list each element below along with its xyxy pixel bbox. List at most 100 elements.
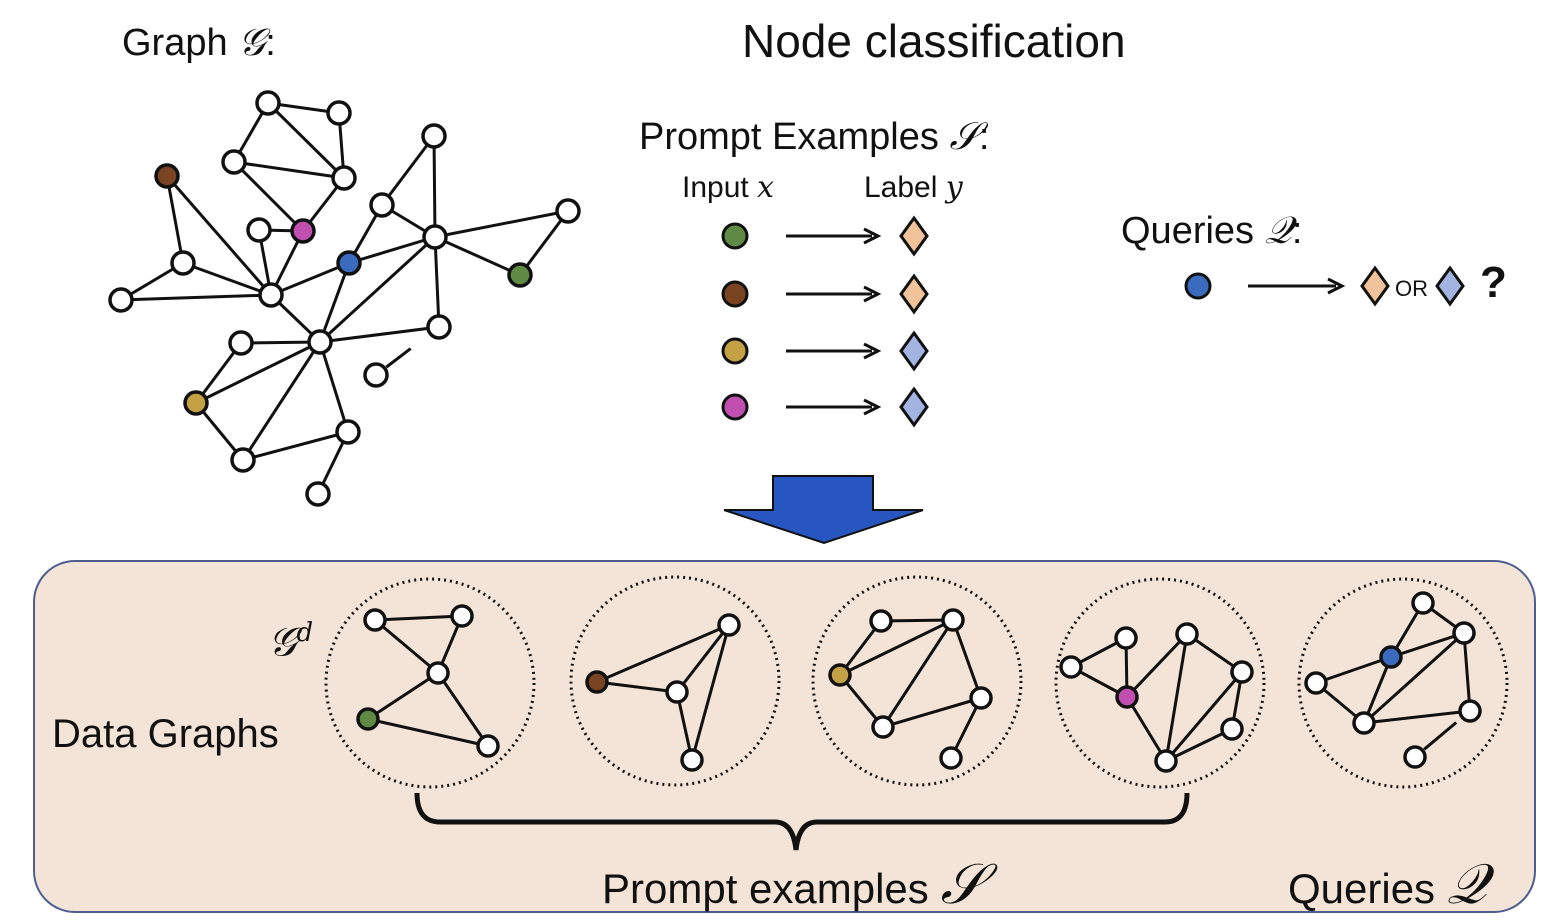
main-graph-edge (385, 347, 412, 369)
input-node-icon (721, 337, 749, 365)
prompt-graph-boundary (811, 575, 1023, 787)
main-graph-node-colored (154, 163, 180, 189)
prompt-graph-node (426, 661, 450, 685)
main-graph-edge (318, 341, 350, 433)
query-graph-node (1352, 711, 1376, 735)
main-graph-node (305, 481, 331, 507)
query-graph-edge (1363, 709, 1471, 725)
prompt-graph-edge (367, 671, 439, 721)
main-graph-node (258, 282, 284, 308)
or-text: OR (1395, 276, 1428, 301)
prompt-graph-edge (374, 618, 439, 675)
arrow-head-icon (863, 398, 882, 416)
prompt-graph-node (665, 680, 689, 704)
prompt-graph-boundary (324, 577, 536, 789)
main-graph-edge (233, 160, 345, 180)
query-graph-node (1452, 621, 1476, 645)
main-graph-node (108, 287, 134, 313)
main-graph-edge (165, 175, 185, 264)
prompt-graph-edge (1125, 696, 1168, 762)
query-graph-edge (1362, 656, 1393, 724)
main-graph-node (331, 165, 357, 191)
query-node-icon (1184, 272, 1212, 300)
main-graph-edge (232, 160, 305, 233)
prompt-graph-boundary (1054, 577, 1266, 789)
prompt-graph-edge (675, 624, 731, 693)
main-graph-edge (120, 293, 272, 302)
main-graph-edge (318, 262, 351, 343)
query-graph-edge (1362, 631, 1466, 725)
main-graph-node-colored (183, 390, 209, 416)
prompt-graph-node (1175, 622, 1199, 646)
prompt-graph-node (1114, 626, 1138, 650)
prompt-graph-edge (367, 717, 489, 748)
prompt-graph-edge (1164, 671, 1244, 762)
prompt-graph-node (450, 604, 474, 628)
query-graph-edge (1423, 721, 1458, 751)
input-header: Input x (682, 170, 774, 205)
arrow-head-icon (863, 285, 882, 303)
prompt-graph-edge (436, 672, 490, 747)
prompt-graph-edge (1164, 633, 1189, 762)
prompt-graph-edge (374, 614, 463, 622)
query-graph-edge (1390, 631, 1465, 659)
main-graph-edge (270, 261, 350, 297)
prompt-graph-node (1154, 749, 1178, 773)
main-graph-edge (348, 235, 436, 265)
main-graph-edge (319, 325, 440, 344)
main-graph-edge (241, 341, 322, 461)
question-mark: ? (1480, 258, 1507, 307)
query-graph-node (1458, 699, 1482, 723)
prompt-graph-node (1230, 660, 1254, 684)
prompt-examples-brace (414, 792, 1190, 851)
prompt-graph-edge (880, 618, 954, 623)
prompt-graph-boundary (569, 575, 781, 787)
down-arrow-icon (723, 475, 924, 545)
main-graph-edge (266, 101, 346, 180)
prompt-graph-node (476, 734, 500, 758)
prompt-graph-node-colored (828, 663, 852, 687)
prompt-graph-node (717, 613, 741, 637)
main-graph-node (422, 224, 448, 250)
main-graph-node-colored (507, 262, 533, 288)
main-graph-edge (318, 235, 437, 344)
prompt-graph-edge (882, 696, 982, 729)
main-graph-node (228, 330, 254, 356)
main-graph-node (307, 329, 333, 355)
prompt-graph-edge (951, 619, 983, 699)
main-graph-node-colored (290, 218, 316, 244)
queries-label: Queries 𝒬 (1288, 852, 1487, 917)
main-graph-edge (182, 261, 272, 297)
prompt-graph-edge (596, 680, 678, 694)
prompt-graph-edge (1165, 727, 1233, 763)
main-graph-edge (434, 209, 569, 239)
data-graphs-label: Data Graphs (52, 712, 279, 756)
data-graphs-panel (33, 560, 1536, 913)
main-graph-edge (242, 430, 349, 462)
label-diamond-icon (899, 386, 929, 428)
query-graph-node-colored (1379, 645, 1403, 669)
main-graph-edge (380, 135, 436, 206)
blue-diamond-icon (1435, 265, 1465, 307)
query-graph-edge (1315, 655, 1392, 685)
prompt-graph-edge (690, 624, 731, 761)
prompt-graph-edge (596, 623, 730, 684)
main-graph-node (335, 419, 361, 445)
main-graph-edge (433, 236, 441, 328)
prompt-graph-node (869, 609, 893, 633)
prompt-graph-edge (839, 618, 954, 677)
prompt-graph-node (680, 748, 704, 772)
arrow-head-icon (863, 342, 882, 360)
main-graph-node (246, 217, 272, 243)
main-graph-edge (434, 235, 521, 277)
query-graph-node (1403, 745, 1427, 769)
prompt-examples-label: Prompt examples 𝒮 (602, 852, 984, 917)
main-graph-node (363, 362, 389, 388)
prompt-graph-node (941, 608, 965, 632)
gd-label: 𝒢d (268, 618, 314, 666)
prompt-graph-node (969, 686, 993, 710)
prompt-graph-node (1059, 655, 1083, 679)
main-graph-node (230, 447, 256, 473)
main-graph-edge (518, 210, 570, 276)
